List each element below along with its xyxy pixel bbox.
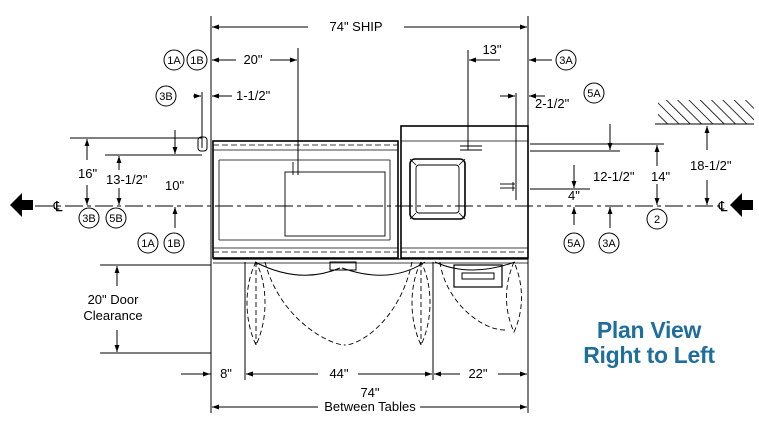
dim-18-1-2: 18-1/2" [690, 158, 732, 173]
callout-label: 3B [82, 213, 95, 225]
dim-door-clearance-line2: Clearance [83, 308, 142, 323]
callout-label: 5B [109, 213, 122, 225]
dim-74-ship: 74" SHIP [329, 19, 382, 34]
callout-label: 3A [559, 55, 573, 67]
dim-8: 8" [220, 366, 232, 381]
callout-2-right [646, 208, 668, 230]
callout-label: 1B [190, 55, 203, 67]
centerline-icon: ℄ [718, 198, 728, 214]
dim-44: 44" [329, 366, 348, 381]
callout-label: 1B [167, 238, 180, 250]
dim-12-1-2: 12-1/2" [593, 169, 635, 184]
callout-1a-bottom [137, 232, 159, 254]
callout-5a-top [583, 82, 605, 104]
callout-3b-left [78, 207, 100, 229]
callout-3a-top [555, 49, 577, 71]
arrow-left-icon [10, 193, 33, 217]
callout-label: 1A [141, 238, 155, 250]
dim-16: 16" [78, 166, 97, 181]
dim-door-clearance-line1: 20" Door [88, 292, 140, 307]
callout-label: 3B [159, 91, 172, 103]
dim-74-between-label: Between Tables [324, 399, 416, 414]
callout-3b-top [155, 85, 177, 107]
dim-4: 4" [568, 188, 580, 203]
equipment-body [197, 125, 529, 259]
callout-label: 1A [167, 55, 181, 67]
plan-view-subtitle: Right to Left [583, 342, 715, 368]
callout-label: 5A [567, 238, 581, 250]
callout-1b-top [186, 49, 208, 71]
door-swings [213, 258, 528, 347]
callout-label: 2 [654, 214, 660, 226]
callout-label: 5A [587, 88, 601, 100]
dim-13-1-2: 13-1/2" [106, 172, 148, 187]
dim-74-between-value: 74" [360, 385, 379, 400]
callout-5a-right [563, 232, 585, 254]
wall-hatch [655, 100, 754, 125]
dim-14: 14" [651, 169, 670, 184]
arrow-left-icon [730, 193, 753, 217]
dim-22: 22" [468, 366, 487, 381]
centerline-icon: ℄ [53, 198, 63, 214]
dim-10: 10" [165, 178, 184, 193]
dim-1-1-2: 1-1/2" [236, 88, 271, 103]
plan-view-title: Plan View [596, 317, 702, 343]
dim-2-1-2: 2-1/2" [535, 96, 570, 111]
dim-20: 20" [243, 52, 262, 67]
callout-label: 3A [602, 238, 616, 250]
callout-3a-right [598, 232, 620, 254]
dim-13: 13" [482, 42, 501, 57]
callout-5b-left [105, 207, 127, 229]
callout-1a-top [163, 49, 185, 71]
callout-1b-bottom [163, 232, 185, 254]
